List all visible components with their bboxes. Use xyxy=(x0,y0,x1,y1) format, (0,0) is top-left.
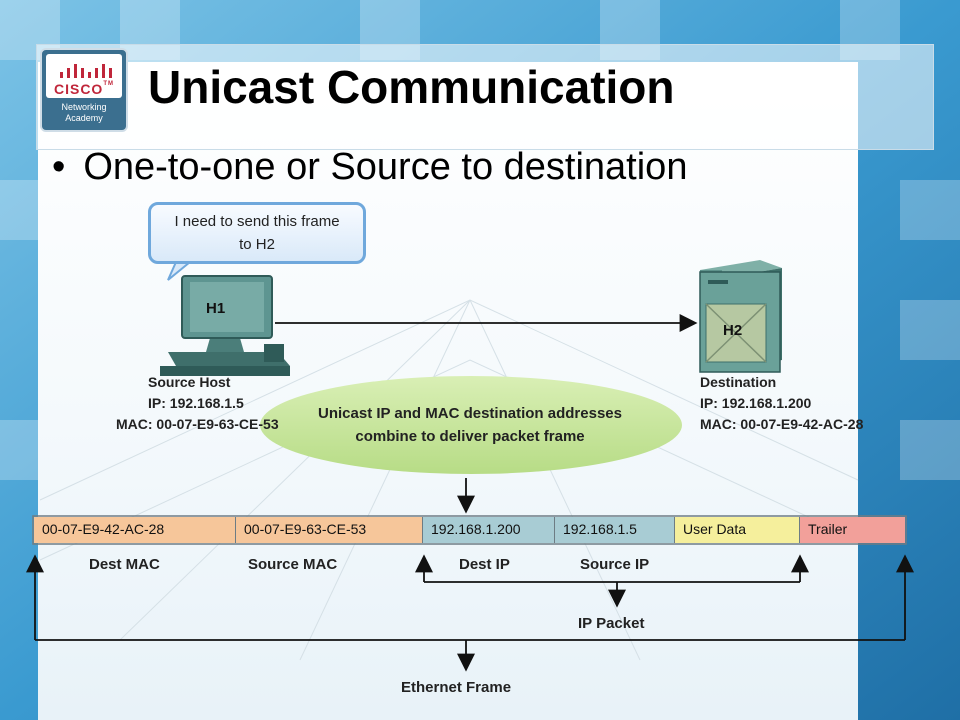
destination-server-icon xyxy=(699,260,782,373)
ethernet-frame-bracket xyxy=(26,554,914,672)
speech-bubble-line-2: to H2 xyxy=(239,236,275,253)
destination-host-ip: IP: 192.168.1.200 xyxy=(700,395,812,411)
label-dest-mac: Dest MAC xyxy=(89,556,160,573)
label-ip-packet: IP Packet xyxy=(578,615,645,632)
title-frame xyxy=(36,44,934,150)
source-host-label: Source Host xyxy=(148,374,231,390)
destination-host-name: H2 xyxy=(723,322,743,339)
logo-line-2: Academy xyxy=(65,113,103,123)
label-ethernet-frame: Ethernet Frame xyxy=(401,679,512,696)
label-source-ip: Source IP xyxy=(580,556,650,573)
slide-title: Unicast Communication xyxy=(148,61,675,113)
logo-line-1: Networking xyxy=(61,102,107,112)
bullet-point: •One-to-one or Source to destination xyxy=(52,146,688,188)
frame-field-dest-ip: 192.168.1.200 xyxy=(423,517,555,543)
frame-field-trailer: Trailer xyxy=(800,517,905,543)
cisco-networking-academy-logo: CISCOTM Networking Academy xyxy=(40,48,128,132)
frame-field-user-data: User Data xyxy=(675,517,800,543)
ellipse-line-1: Unicast IP and MAC destination addresses xyxy=(318,405,622,422)
speech-bubble-line-1: I need to send this frame xyxy=(174,213,340,230)
frame-field-source-mac: 00-07-E9-63-CE-53 xyxy=(236,517,423,543)
frame-border xyxy=(32,515,907,545)
ellipse-text: Unicast IP and MAC destination addresses… xyxy=(270,402,670,448)
frame-field-source-ip: 192.168.1.5 xyxy=(555,517,675,543)
logo-brand: CISCOTM xyxy=(53,81,114,97)
logo-plate: CISCOTM xyxy=(46,54,122,98)
destination-host-label: Destination xyxy=(700,374,777,390)
source-computer-icon xyxy=(160,275,290,376)
source-host-mac: MAC: 00-07-E9-63-CE-53 xyxy=(116,416,279,432)
info-ellipse xyxy=(260,376,682,474)
speech-bubble: I need to send this frame to H2 xyxy=(148,202,366,264)
label-dest-ip: Dest IP xyxy=(459,556,510,573)
bullet-text: One-to-one or Source to destination xyxy=(83,146,688,188)
destination-host-mac: MAC: 00-07-E9-42-AC-28 xyxy=(700,416,864,432)
label-source-mac: Source MAC xyxy=(248,556,338,573)
cisco-bars-icon xyxy=(60,64,112,78)
ip-packet-bracket xyxy=(415,554,809,608)
ellipse-line-2: combine to deliver packet frame xyxy=(355,428,585,445)
logo-academy-text: Networking Academy xyxy=(42,102,126,124)
source-host-name: H1 xyxy=(206,300,226,317)
source-host-ip: IP: 192.168.1.5 xyxy=(148,395,244,411)
frame-field-dest-mac: 00-07-E9-42-AC-28 xyxy=(34,517,236,543)
